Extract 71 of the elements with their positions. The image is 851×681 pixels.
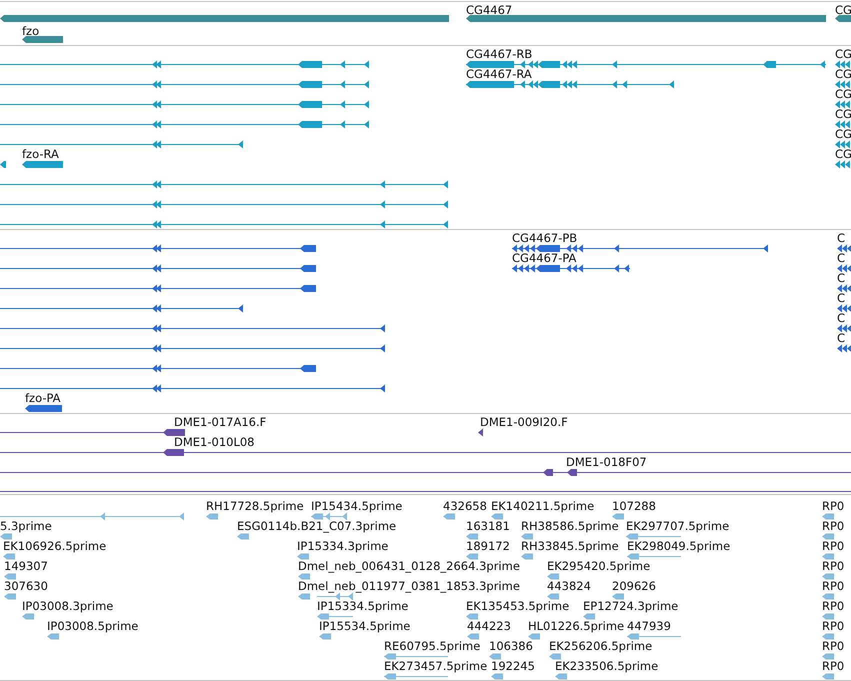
feature-label: EP12724.3prime	[583, 599, 678, 613]
feature-label: 447939	[627, 619, 671, 633]
feature-label: RP0	[822, 599, 844, 613]
feature-label: ESG0114b.B21_C07.3prime	[237, 519, 396, 533]
feature-label: 163181	[466, 519, 510, 533]
feature-label: C	[837, 311, 846, 325]
feature-label: CG	[835, 127, 851, 141]
feature-label: EK297707.5prime	[626, 519, 730, 533]
feature-label: RH17728.5prime	[206, 499, 304, 513]
feature-label: CG	[835, 47, 851, 61]
feature-label: RP0	[822, 499, 844, 513]
feature-label: IP03008.3prime	[22, 599, 114, 613]
feature-label: IP15534.5prime	[319, 619, 410, 633]
feature-label: 189172	[466, 539, 510, 553]
feature-label: 443824	[547, 579, 591, 593]
feature-label: RH38586.5prime	[521, 519, 619, 533]
feature-label: 192245	[491, 659, 535, 673]
feature-label: EK140211.5prime	[491, 499, 594, 513]
feature-label: RH33845.5prime	[521, 539, 619, 553]
feature-label: CG	[835, 87, 851, 101]
feature-label: EK298049.5prime	[627, 539, 730, 553]
feature-label: CG	[835, 3, 851, 17]
feature-label: C	[837, 331, 846, 345]
feature-label: fzo	[22, 24, 40, 38]
feature-label: DME1-010L08	[174, 435, 254, 449]
feature-label: 106386	[489, 639, 533, 653]
feature-label: CG	[835, 107, 851, 121]
feature-label: Dmel_neb_006431_0128_2664.3prime	[298, 559, 520, 573]
feature-label: CG	[835, 67, 851, 81]
feature-label: 209626	[612, 579, 656, 593]
feature-label: EK256206.5prime	[549, 639, 652, 653]
feature-label: RP0	[822, 659, 844, 673]
feature-label: EK106926.5prime	[3, 539, 106, 553]
feature-label: CG4467-RA	[466, 67, 532, 81]
feature-label: CG4467	[466, 3, 512, 17]
feature-label: fzo-PA	[25, 391, 61, 405]
feature-label: 149307	[4, 559, 48, 573]
feature-label: C	[837, 271, 846, 285]
feature-label: IP15334.3prime	[297, 539, 388, 553]
feature-label: DME1-009I20.F	[480, 415, 568, 429]
feature-label: IP03008.5prime	[47, 619, 138, 633]
feature-label: CG4467-PA	[512, 251, 576, 265]
feature-label: RP0	[822, 519, 844, 533]
feature-label: CG4467-RB	[466, 47, 532, 61]
feature-label: EK233506.5prime	[555, 659, 658, 673]
feature-label: RE60795.5prime	[384, 639, 480, 653]
feature-label: EK135453.5prime	[466, 599, 570, 613]
feature-label: C	[837, 291, 846, 305]
feature-label: RP0	[822, 579, 844, 593]
feature-label: RP0	[822, 539, 844, 553]
feature-label: 307630	[4, 579, 48, 593]
feature-label: RP0	[822, 639, 844, 653]
feature-label: RP0	[822, 559, 844, 573]
feature-label: EK295420.5prime	[547, 559, 650, 573]
feature-label: RP0	[822, 619, 844, 633]
feature-label: 5.3prime	[0, 519, 52, 533]
feature-label: CG4467-PB	[512, 231, 578, 245]
feature-label: IP15334.5prime	[317, 599, 408, 613]
feature-label: DME1-017A16.F	[174, 415, 266, 429]
feature-label: DME1-018F07	[566, 455, 647, 469]
feature-label: HL01226.5prime	[528, 619, 624, 633]
feature-label: 444223	[467, 619, 511, 633]
feature-label: fzo-RA	[22, 147, 59, 161]
feature-label: C	[837, 231, 846, 245]
feature-label: 432658	[443, 499, 487, 513]
feature-label: EK273457.5prime	[384, 659, 488, 673]
feature-label: IP15434.5prime	[311, 499, 402, 513]
feature-label: CG	[835, 147, 851, 161]
feature-label: Dmel_neb_011977_0381_1853.3prime	[298, 579, 520, 593]
feature-label: 107288	[612, 499, 656, 513]
feature-label: C	[837, 251, 846, 265]
